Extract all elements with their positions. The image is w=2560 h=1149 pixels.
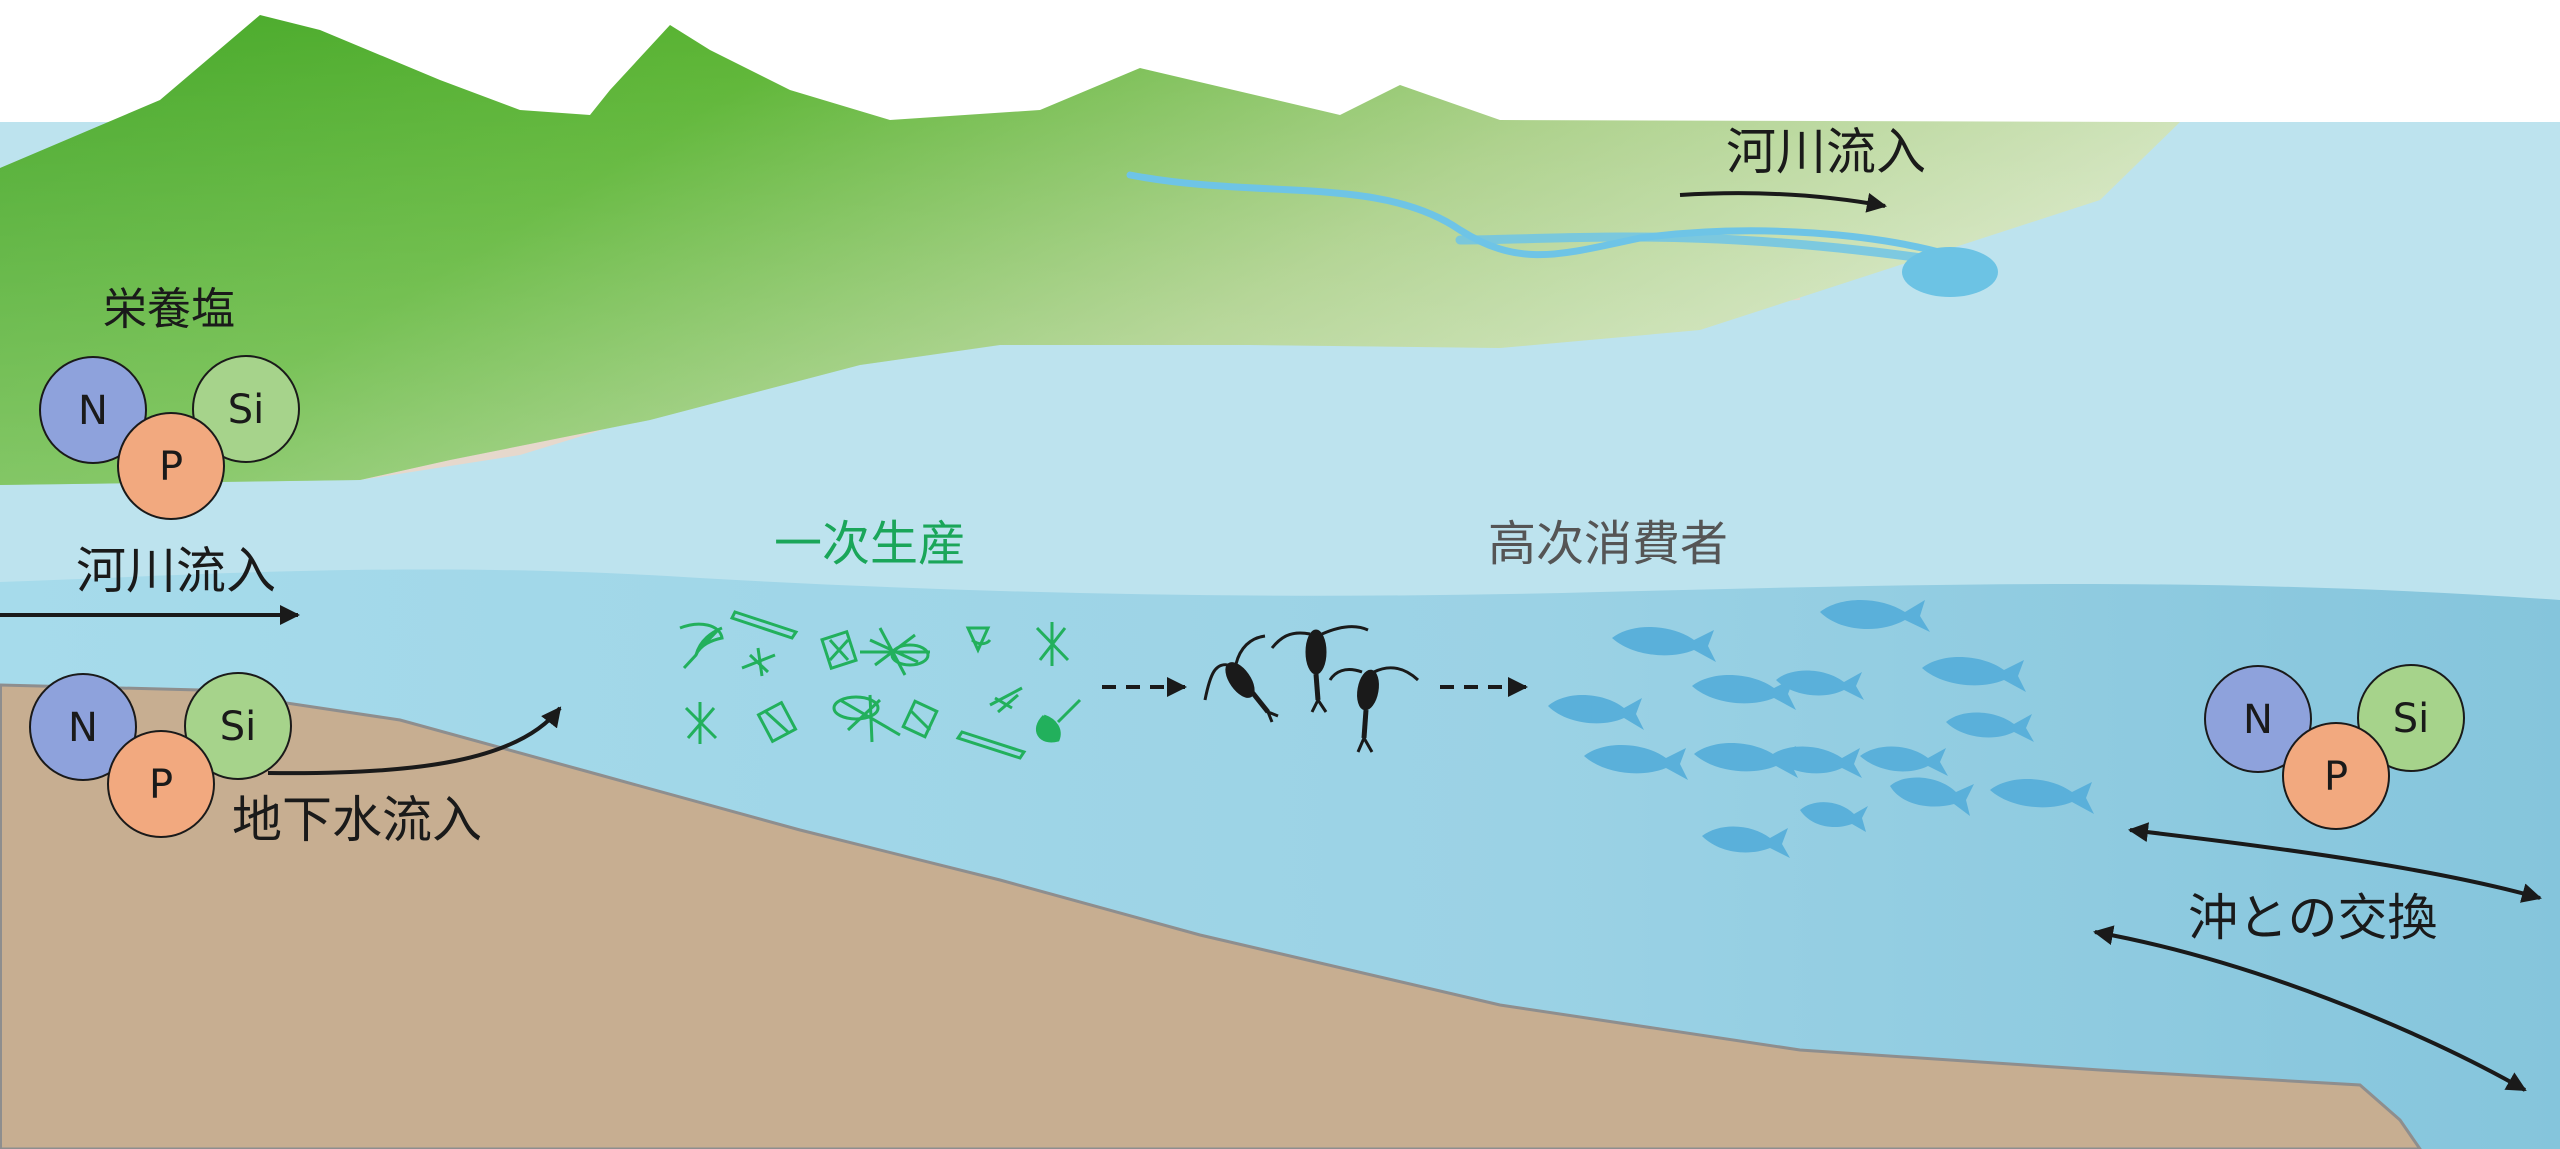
fish-icon (1820, 600, 1930, 632)
groundwater-inflow-label: 地下水流入 (232, 791, 482, 849)
fish-icon (1860, 746, 1948, 776)
nutrient-group-groundwater: N Si P (29, 672, 292, 838)
fish-icon (1548, 694, 1644, 730)
river-mouth (1902, 247, 1998, 297)
phosphorus-symbol: P (2324, 754, 2348, 800)
nutrients-label: 栄養塩 (103, 284, 235, 335)
phosphorus-circle (117, 412, 225, 520)
river-lower (1455, 232, 1955, 267)
silicon-circle (184, 672, 292, 780)
nitrogen-circle (39, 356, 147, 464)
copepod-icon (1270, 625, 1369, 713)
fish-icon (1692, 674, 1796, 710)
copepod-icon (1328, 666, 1420, 753)
phosphorus-circle (107, 730, 215, 838)
nitrogen-symbol: N (68, 705, 98, 751)
plankton-icon (1036, 698, 1082, 743)
fish-icon (1776, 670, 1864, 700)
plankton-icon (860, 627, 930, 676)
phytoplankton-cluster (679, 610, 1082, 760)
river-inflow-top-label: 河川流入 (1726, 123, 1926, 181)
silicon-symbol: Si (228, 387, 265, 433)
plankton-icon (989, 686, 1023, 714)
primary-production-label: 一次生産 (774, 516, 967, 572)
nutrient-group-offshore: N Si P (2204, 664, 2465, 830)
silicon-symbol: Si (220, 704, 257, 750)
fish-icon (1694, 742, 1798, 778)
fish-icon (1770, 746, 1862, 778)
offshore-exchange-label: 沖との交換 (2188, 889, 2438, 947)
nitrogen-circle (2204, 665, 2312, 773)
nitrogen-circle (29, 673, 137, 781)
silicon-symbol: Si (2393, 696, 2430, 742)
plankton-icon (684, 702, 718, 744)
arrow-exchange-upper (2128, 822, 2542, 903)
plankton-icon (901, 699, 939, 739)
plankton-icon (820, 629, 858, 671)
phosphorus-circle (2282, 722, 2390, 830)
plankton-icon (729, 610, 799, 640)
plankton-icon (955, 730, 1027, 760)
phosphorus-symbol: P (149, 762, 173, 808)
fish-icon (1584, 744, 1688, 780)
fish-school (1548, 600, 2094, 858)
fish-icon (1990, 778, 2094, 814)
fish-icon (1612, 626, 1716, 662)
higher-consumers-label: 高次消費者 (1488, 516, 1729, 572)
plankton-icon (756, 700, 798, 744)
seabed (0, 683, 2422, 1149)
river-inflow-left-label: 河川流入 (76, 542, 276, 600)
nitrogen-symbol: N (2243, 697, 2273, 743)
zooplankton-cluster (1203, 625, 1420, 753)
plankton-icon (741, 647, 776, 677)
plankton-icon (679, 622, 724, 670)
fish-icon (1946, 712, 2034, 742)
arrow-groundwater (267, 706, 562, 776)
copepod-icon (1203, 634, 1279, 723)
fish-icon (1890, 777, 1974, 816)
nutrient-group-top: N Si P (39, 355, 300, 520)
silicon-circle (2357, 664, 2465, 772)
fish-icon (1800, 802, 1868, 832)
arrow-river-inflow-top (1679, 191, 1887, 213)
plankton-icon (832, 694, 901, 743)
plankton-icon (1035, 622, 1070, 666)
phosphorus-symbol: P (159, 444, 183, 490)
fish-icon (1922, 656, 2026, 692)
plankton-icon (965, 626, 992, 654)
fish-icon (1702, 826, 1790, 858)
nitrogen-symbol: N (78, 388, 108, 434)
river (1126, 171, 1954, 259)
silicon-circle (192, 355, 300, 463)
land-shading (0, 15, 2180, 485)
arrow-exchange-lower (2093, 925, 2527, 1092)
